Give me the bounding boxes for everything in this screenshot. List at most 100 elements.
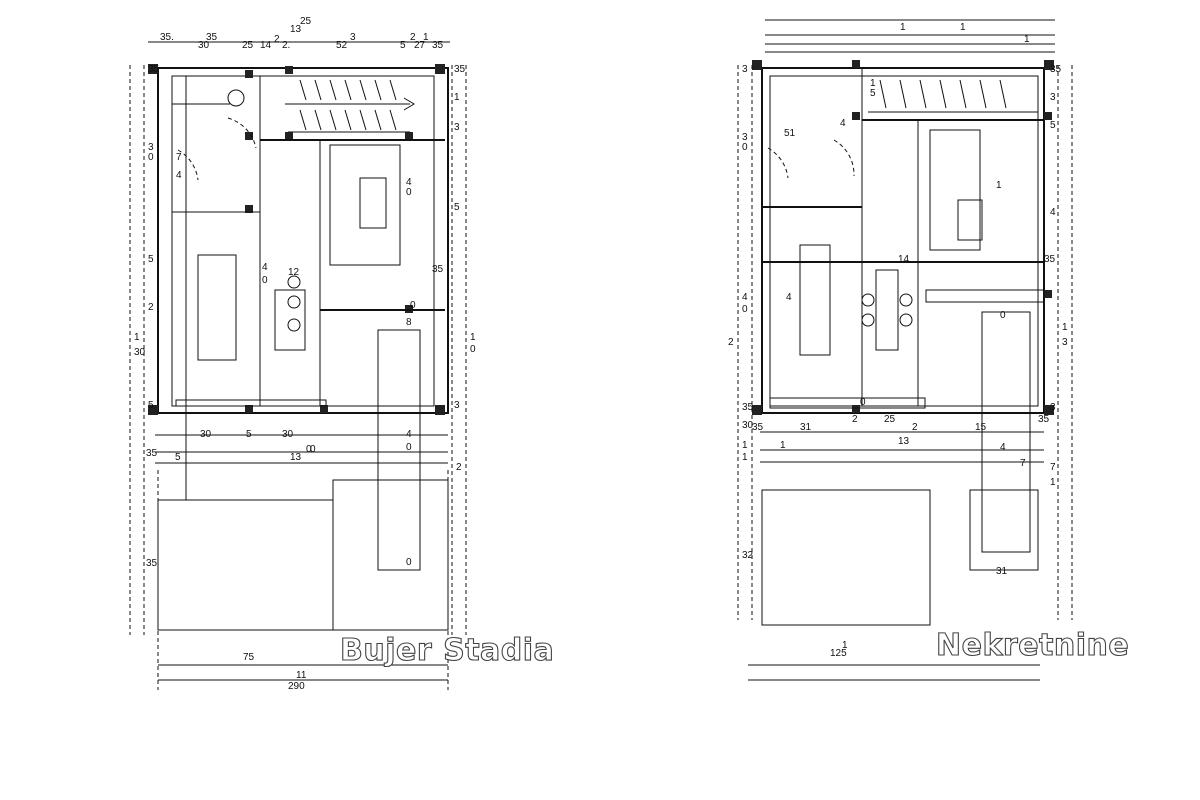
left-column-i [320, 405, 328, 413]
left-dim-left-3: 0 [148, 152, 154, 163]
left-dim-top-9: 25 [300, 16, 312, 27]
left-dim-top-8: 13 [290, 24, 302, 35]
left-kitchen-counter [329, 144, 401, 266]
right-chair-4 [899, 313, 913, 327]
left-dim-top-11: 3 [350, 32, 356, 43]
left-column-br [435, 405, 445, 415]
right-dim-int-6: 0 [1000, 310, 1006, 321]
left-dim-top-7: 2. [282, 40, 290, 51]
left-dim-left-10: 5 [148, 400, 154, 411]
left-dim-int-9: 5 [246, 429, 252, 440]
right-dim-top-3: 1 [960, 22, 966, 33]
right-table [875, 269, 899, 351]
left-balcony-bench [377, 329, 421, 571]
left-column-c [245, 132, 253, 140]
left-chair-3 [287, 318, 301, 332]
left-stairs [285, 75, 415, 133]
right-terrace-2 [969, 489, 1039, 571]
right-watermark: Nekretnine [936, 628, 1129, 663]
left-outer-walls [157, 67, 449, 414]
right-dim-left-2: 3 [742, 132, 748, 143]
right-chair-2 [861, 313, 875, 327]
left-dim-right-4: 5 [454, 202, 460, 213]
right-dim-int-2: 4 [840, 118, 846, 129]
right-column-e [1044, 290, 1052, 298]
left-terrace [157, 499, 334, 631]
left-dim-top-4: 25 [242, 40, 254, 51]
right-dim-top-2: 1 [900, 22, 906, 33]
left-bed [197, 254, 237, 361]
right-column-bl [752, 405, 762, 415]
right-door-swing-2 [833, 139, 855, 177]
right-cooktop [957, 199, 983, 241]
left-column-h [245, 405, 253, 413]
right-dim-left-1: 3 [742, 64, 748, 75]
right-dim-bottom-4: 25 [884, 414, 896, 425]
left-dim-left-5: 4 [176, 170, 182, 181]
left-dim-left-6: 5 [148, 254, 154, 265]
right-dim-left-3: 0 [742, 142, 748, 153]
left-dim-bottom-3: 290 [288, 681, 305, 692]
left-dim-top-14: 1 [423, 32, 429, 43]
right-dimension-lines [737, 19, 1073, 681]
right-dim-bottom-6: 15 [975, 422, 987, 433]
right-dim-int-4: 4 [1000, 442, 1006, 453]
right-dim-bottom-9: 125 [830, 648, 847, 659]
right-chair-3 [899, 293, 913, 307]
right-dim-int-1: 51 [784, 128, 796, 139]
left-dim-left-4: 7 [176, 152, 182, 163]
left-dim-right-12: 3 [454, 400, 460, 411]
left-dim-int-6: 12 [288, 267, 300, 278]
right-dim-left-10: 1 [742, 452, 748, 463]
right-dim-bottom-2: 31 [800, 422, 812, 433]
left-column-f [245, 205, 253, 213]
right-column-b [852, 112, 860, 120]
right-inner-wall-line [769, 75, 1039, 407]
left-dim-int-8: 0 [306, 444, 312, 455]
right-dim-left-8: 30 [742, 420, 754, 431]
left-dim-int-4: 0 [406, 442, 412, 453]
left-dim-left-7: 2 [148, 302, 154, 313]
right-dim-bottom-7: 35 [1038, 414, 1050, 425]
right-dim-left-12: 4 [786, 292, 792, 303]
left-dim-right-1: 35 [454, 64, 466, 75]
left-column-d [285, 132, 293, 140]
left-dim-left-9: 30 [134, 347, 146, 358]
right-dim-right-2: 3 [1050, 92, 1056, 103]
right-column-br [1044, 405, 1054, 415]
right-terrace [761, 489, 931, 626]
left-column-a [245, 70, 253, 78]
right-dim-left-4: 2 [728, 337, 734, 348]
left-watermark: Bujer Stadia [340, 633, 554, 668]
left-door-swing-1 [227, 117, 257, 149]
right-dim-right-7: 3 [1062, 337, 1068, 348]
left-dim-top-6: 2 [274, 34, 280, 45]
left-dim-left-8: 1 [134, 332, 140, 343]
left-dim-bottom-7: 30 [200, 429, 212, 440]
left-dimension-lines [129, 41, 467, 690]
right-dim-right-4: 4 [1050, 207, 1056, 218]
right-dim-right-5: 35 [1044, 254, 1056, 265]
left-column-e [405, 132, 413, 140]
right-dim-left-7: 35 [742, 402, 754, 413]
left-dim-bottom-4: 13 [290, 452, 302, 463]
right-column-tl [752, 60, 762, 70]
left-door-swing-2 [177, 149, 199, 181]
left-dim-right-7: 8 [406, 317, 412, 328]
right-chair-1 [861, 293, 875, 307]
left-chair-1 [287, 275, 301, 289]
left-dim-int-5: 0 [406, 557, 412, 568]
right-bed [799, 244, 831, 356]
right-column-a [852, 60, 860, 68]
left-dim-right-6: 0 [406, 187, 412, 198]
right-dim-bottom-10: 1 [842, 640, 848, 651]
right-dim-int-11: 31 [996, 566, 1008, 577]
left-dim-top-3: 30 [198, 40, 210, 51]
right-dim-right-3: 5 [1050, 120, 1056, 131]
left-column-bl [148, 405, 158, 415]
right-column-d [852, 405, 860, 413]
left-dim-top-12: 5 [400, 40, 406, 51]
left-dim-bottom-8: 30 [282, 429, 294, 440]
left-dim-left-12: 35 [146, 558, 158, 569]
